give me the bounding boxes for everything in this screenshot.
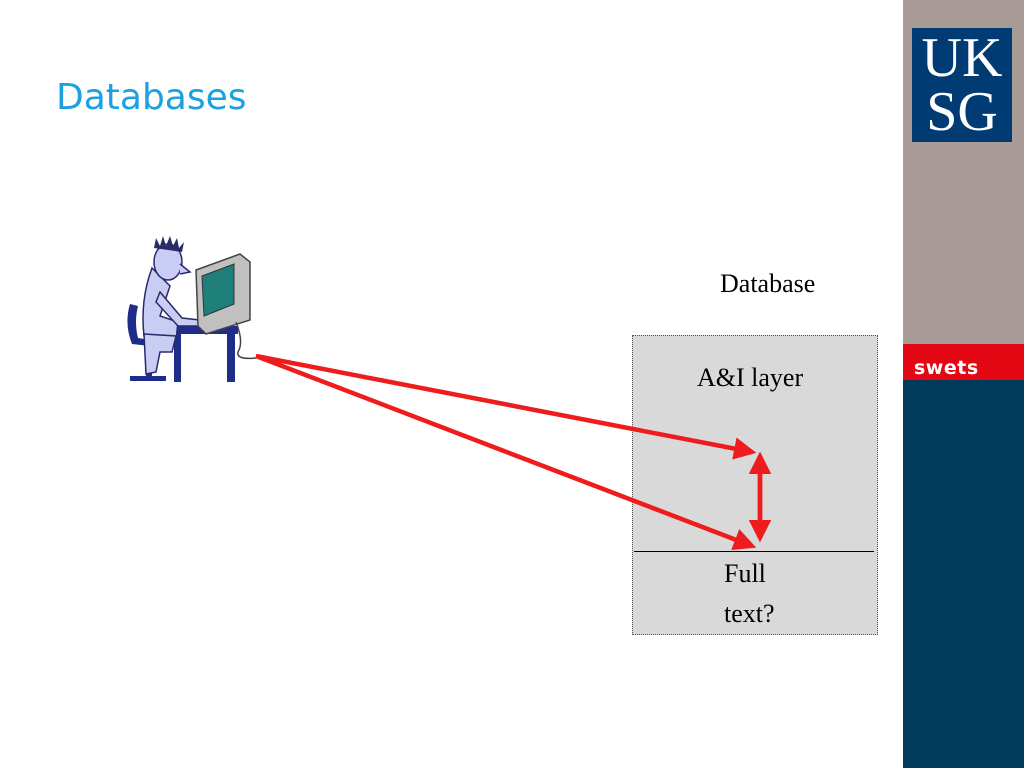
full-text-label-line2: text? [724,599,775,628]
uksg-logo: UK SG [912,28,1012,142]
arrow-to-full-text [255,353,757,551]
side-panel-bottom [903,380,1024,768]
person-at-computer-icon [127,236,257,382]
swets-logo: swets [914,357,979,379]
partner-band [903,344,1024,380]
logo-line-1: UK [921,27,1003,89]
arrow-to-ai-layer [255,353,757,460]
ai-layer-label: A&I layer [697,363,804,392]
layer-divider [634,551,874,552]
logo-line-2: SG [926,81,998,143]
full-text-label-line1: Full [724,559,766,588]
slide-title: Databases [56,77,247,118]
database-box [632,335,878,635]
database-label: Database [720,269,816,298]
